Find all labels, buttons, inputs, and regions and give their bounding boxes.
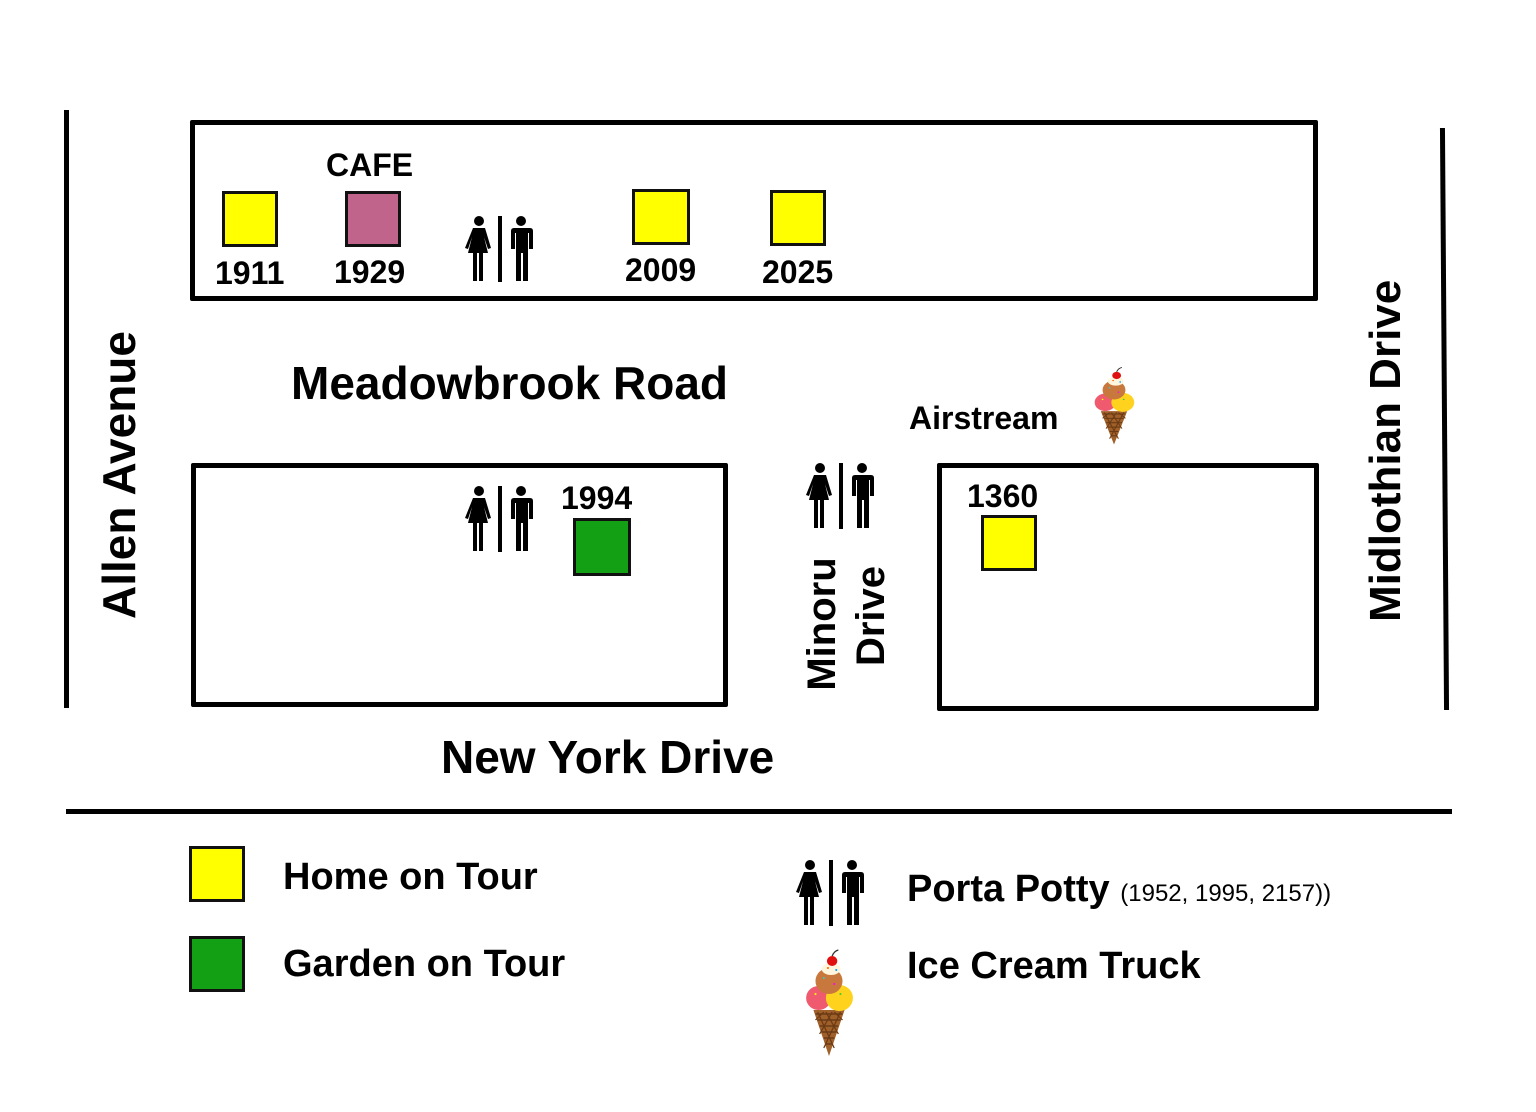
home-marker-2009[interactable] bbox=[632, 189, 690, 245]
new-york-drive-label: New York Drive bbox=[441, 731, 775, 783]
home-marker-2025[interactable] bbox=[770, 190, 826, 246]
restroom-icon bbox=[806, 462, 878, 530]
legend-garden-label: Garden on Tour bbox=[283, 943, 566, 985]
legend-porta-potty-label: Porta Potty (1952, 1995, 2157)) bbox=[907, 870, 1331, 908]
site-number-1994: 1994 bbox=[561, 480, 633, 516]
legend-home-swatch bbox=[189, 846, 245, 902]
home-marker-1360[interactable] bbox=[981, 515, 1037, 571]
legend-garden-swatch bbox=[189, 936, 245, 992]
legend-ice-cream-cone-icon bbox=[803, 948, 855, 1058]
cafe-marker-1929[interactable] bbox=[345, 191, 401, 247]
allen-avenue-label: Allen Avenue bbox=[93, 331, 145, 619]
meadowbrook-road-label: Meadowbrook Road bbox=[291, 357, 729, 409]
site-number-2009: 2009 bbox=[625, 252, 697, 288]
midlothian-drive-label: Midlothian Drive bbox=[1361, 279, 1410, 622]
airstream-label: Airstream bbox=[909, 400, 1059, 436]
legend-home-label: Home on Tour bbox=[283, 856, 538, 898]
bottom-right-block bbox=[937, 463, 1319, 711]
site-number-1929: 1929 bbox=[334, 254, 406, 290]
legend-porta-potty-numbers: (1952, 1995, 2157)) bbox=[1120, 880, 1332, 907]
restroom-icon bbox=[465, 485, 537, 553]
ice-cream-cone-icon[interactable] bbox=[1092, 366, 1136, 446]
minoru-drive-label-line1: Minoru bbox=[800, 557, 844, 691]
site-number-1911: 1911 bbox=[215, 255, 285, 291]
site-number-2025: 2025 bbox=[762, 254, 834, 290]
garden-marker-1994[interactable] bbox=[573, 518, 631, 576]
cafe-label: CAFE bbox=[326, 147, 414, 183]
legend-porta-potty-text: Porta Potty bbox=[907, 868, 1110, 910]
legend-restroom-icon bbox=[796, 859, 868, 927]
bottom-left-block bbox=[191, 463, 728, 707]
midlothian-drive-line bbox=[1439, 127, 1450, 711]
site-number-1360: 1360 bbox=[967, 478, 1039, 514]
allen-avenue-line bbox=[64, 110, 69, 708]
new-york-drive-line bbox=[66, 809, 1452, 814]
legend-ice-cream-label: Ice Cream Truck bbox=[907, 945, 1201, 987]
restroom-icon bbox=[465, 215, 537, 283]
minoru-drive-label-line2: Drive bbox=[849, 565, 893, 667]
home-marker-1911[interactable] bbox=[222, 191, 278, 247]
